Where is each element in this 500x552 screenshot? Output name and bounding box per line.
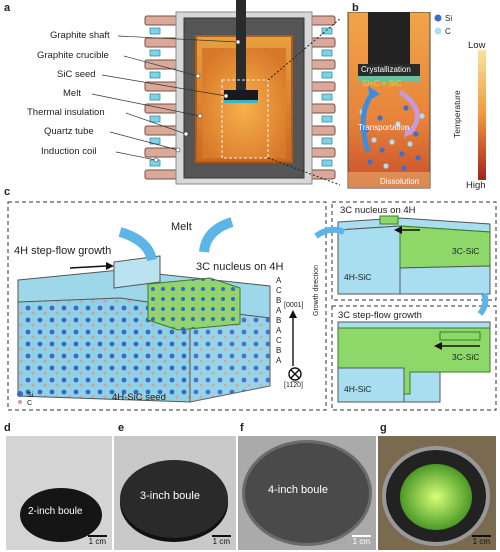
stacking-sequence: A C B A B A C B A — [276, 276, 282, 365]
temperature-bar — [478, 50, 486, 180]
graphite-shaft — [236, 0, 246, 90]
panel-label-b: b — [352, 2, 359, 14]
panel-label-c: c — [4, 186, 11, 198]
label-transportation: Transportation — [358, 123, 410, 132]
temp-high: High — [466, 180, 486, 191]
label-4h-step-flow: 4H step-flow growth — [14, 245, 112, 257]
photo-glowing-wafer: 1 cm — [378, 436, 496, 550]
photo-2inch: 2-inch boule 1 cm — [6, 436, 112, 550]
label-right-top-title: 3C nucleus on 4H — [340, 205, 416, 216]
legend-c-c: C — [27, 400, 33, 407]
furnace-diagram — [91, 0, 340, 186]
label-melt-c: Melt — [171, 221, 192, 233]
label-induction-coil: Induction coil — [41, 146, 97, 157]
scale-d: 1 cm — [87, 535, 107, 546]
label-dissolution: Dissolution — [380, 177, 420, 186]
label-right-bottom-3c: 3C-SiC — [452, 352, 480, 362]
label-right-top-4h: 4H-SiC — [344, 272, 372, 282]
direction-label: [0001] — [284, 302, 304, 309]
label-graphite-crucible: Graphite crucible — [37, 50, 109, 61]
label-right-bottom-4h: 4H-SiC — [344, 384, 372, 394]
solution-growth-diagram — [347, 12, 486, 189]
scale-e: 1 cm — [211, 535, 231, 546]
sic-seed — [224, 100, 258, 103]
panel-label-f: f — [240, 422, 244, 434]
label-4h-seed: 4H-SiC seed — [112, 392, 166, 403]
label-right-top-3c: 3C-SiC — [452, 246, 480, 256]
panel-label-e: e — [118, 422, 125, 434]
step-flow-diagram — [7, 201, 497, 411]
scale-g: 1 cm — [471, 535, 491, 546]
label-quartz-tube: Quartz tube — [44, 126, 94, 137]
text-3inch: 3-inch boule — [140, 490, 200, 502]
panel-label-d: d — [4, 422, 11, 434]
label-crystallization: Crystallization — [361, 65, 411, 74]
legend-c: C — [445, 27, 451, 36]
photo-3inch: 3-inch boule 1 cm — [114, 436, 236, 550]
label-melt: Melt — [63, 88, 81, 99]
label-right-bottom-title: 3C step-flow growth — [338, 310, 422, 321]
legend-si-c: Si — [27, 392, 34, 399]
photo-4inch: 4-inch boule 1 cm — [238, 436, 376, 550]
label-graphite-shaft: Graphite shaft — [50, 30, 110, 41]
seed-holder — [368, 12, 410, 64]
label-reaction: Si+C = SiC — [362, 79, 402, 88]
temp-axis-label: Temperature — [452, 90, 462, 138]
text-2inch: 2-inch boule — [28, 506, 83, 517]
panel-label-g: g — [380, 422, 387, 434]
label-sic-seed: SiC seed — [57, 69, 96, 80]
legend-si: Si — [445, 14, 453, 23]
text-4inch: 4-inch boule — [268, 484, 328, 496]
label-thermal-insulation: Thermal insulation — [27, 107, 105, 118]
orientation-label: [11̅2̅0] — [284, 382, 303, 389]
label-3c-nucleus: 3C nucleus on 4H — [196, 261, 284, 273]
panel-label-a: a — [4, 2, 11, 14]
growth-direction-label: Growth direction — [313, 265, 320, 316]
scale-f: 1 cm — [351, 535, 371, 546]
temp-low: Low — [468, 40, 486, 51]
